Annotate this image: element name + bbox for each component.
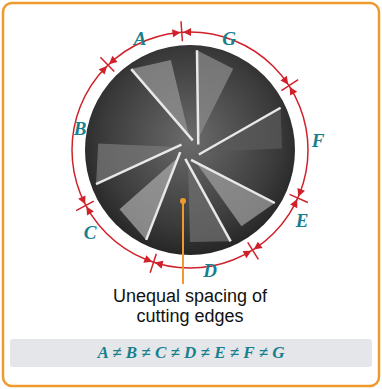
arrow-head <box>290 87 298 96</box>
spacing-tick <box>181 21 182 41</box>
arrow-head <box>155 261 164 269</box>
cutting-edge <box>191 160 275 203</box>
arrow-head <box>254 242 263 250</box>
segment-label: D <box>203 261 217 280</box>
formula-text: A ≠ B ≠ C ≠ D ≠ E ≠ F ≠ G <box>98 343 285 363</box>
flute-facets <box>96 50 282 242</box>
cutting-edge <box>199 108 281 155</box>
arrow-head <box>297 188 305 197</box>
segment-label: A <box>134 29 147 48</box>
cutting-edge <box>131 69 193 140</box>
arrow-head <box>290 199 297 208</box>
spacing-arc <box>72 32 308 268</box>
arrow-head <box>109 56 118 64</box>
formula-band: A ≠ B ≠ C ≠ D ≠ E ≠ F ≠ G <box>10 339 372 367</box>
arrow-head <box>143 255 152 262</box>
leader-dot <box>180 198 186 204</box>
cutting-edge <box>146 152 180 240</box>
leader-line <box>182 203 184 284</box>
segment-label: F <box>312 131 325 150</box>
arrow-head <box>183 28 191 36</box>
arrow-head <box>78 195 85 204</box>
cutting-edge <box>197 50 198 144</box>
cutting-edges <box>96 50 281 241</box>
arrow-head <box>172 29 181 37</box>
arrow-head <box>86 206 93 215</box>
cutting-edge <box>96 145 181 185</box>
frame-border <box>3 3 379 386</box>
arrow-head <box>243 251 252 258</box>
cutting-edge <box>185 159 230 242</box>
end-mill-body <box>85 45 295 255</box>
spacing-ticks <box>76 21 308 272</box>
segment-label: E <box>296 211 309 230</box>
callout-text: Unequal spacing of cutting edges <box>110 287 270 327</box>
arrow-head <box>280 76 288 85</box>
segment-label: G <box>222 29 236 48</box>
segment-label: B <box>74 119 87 138</box>
flute-facet <box>197 50 233 138</box>
arrow-head <box>99 66 108 74</box>
segment-label: C <box>84 223 97 242</box>
